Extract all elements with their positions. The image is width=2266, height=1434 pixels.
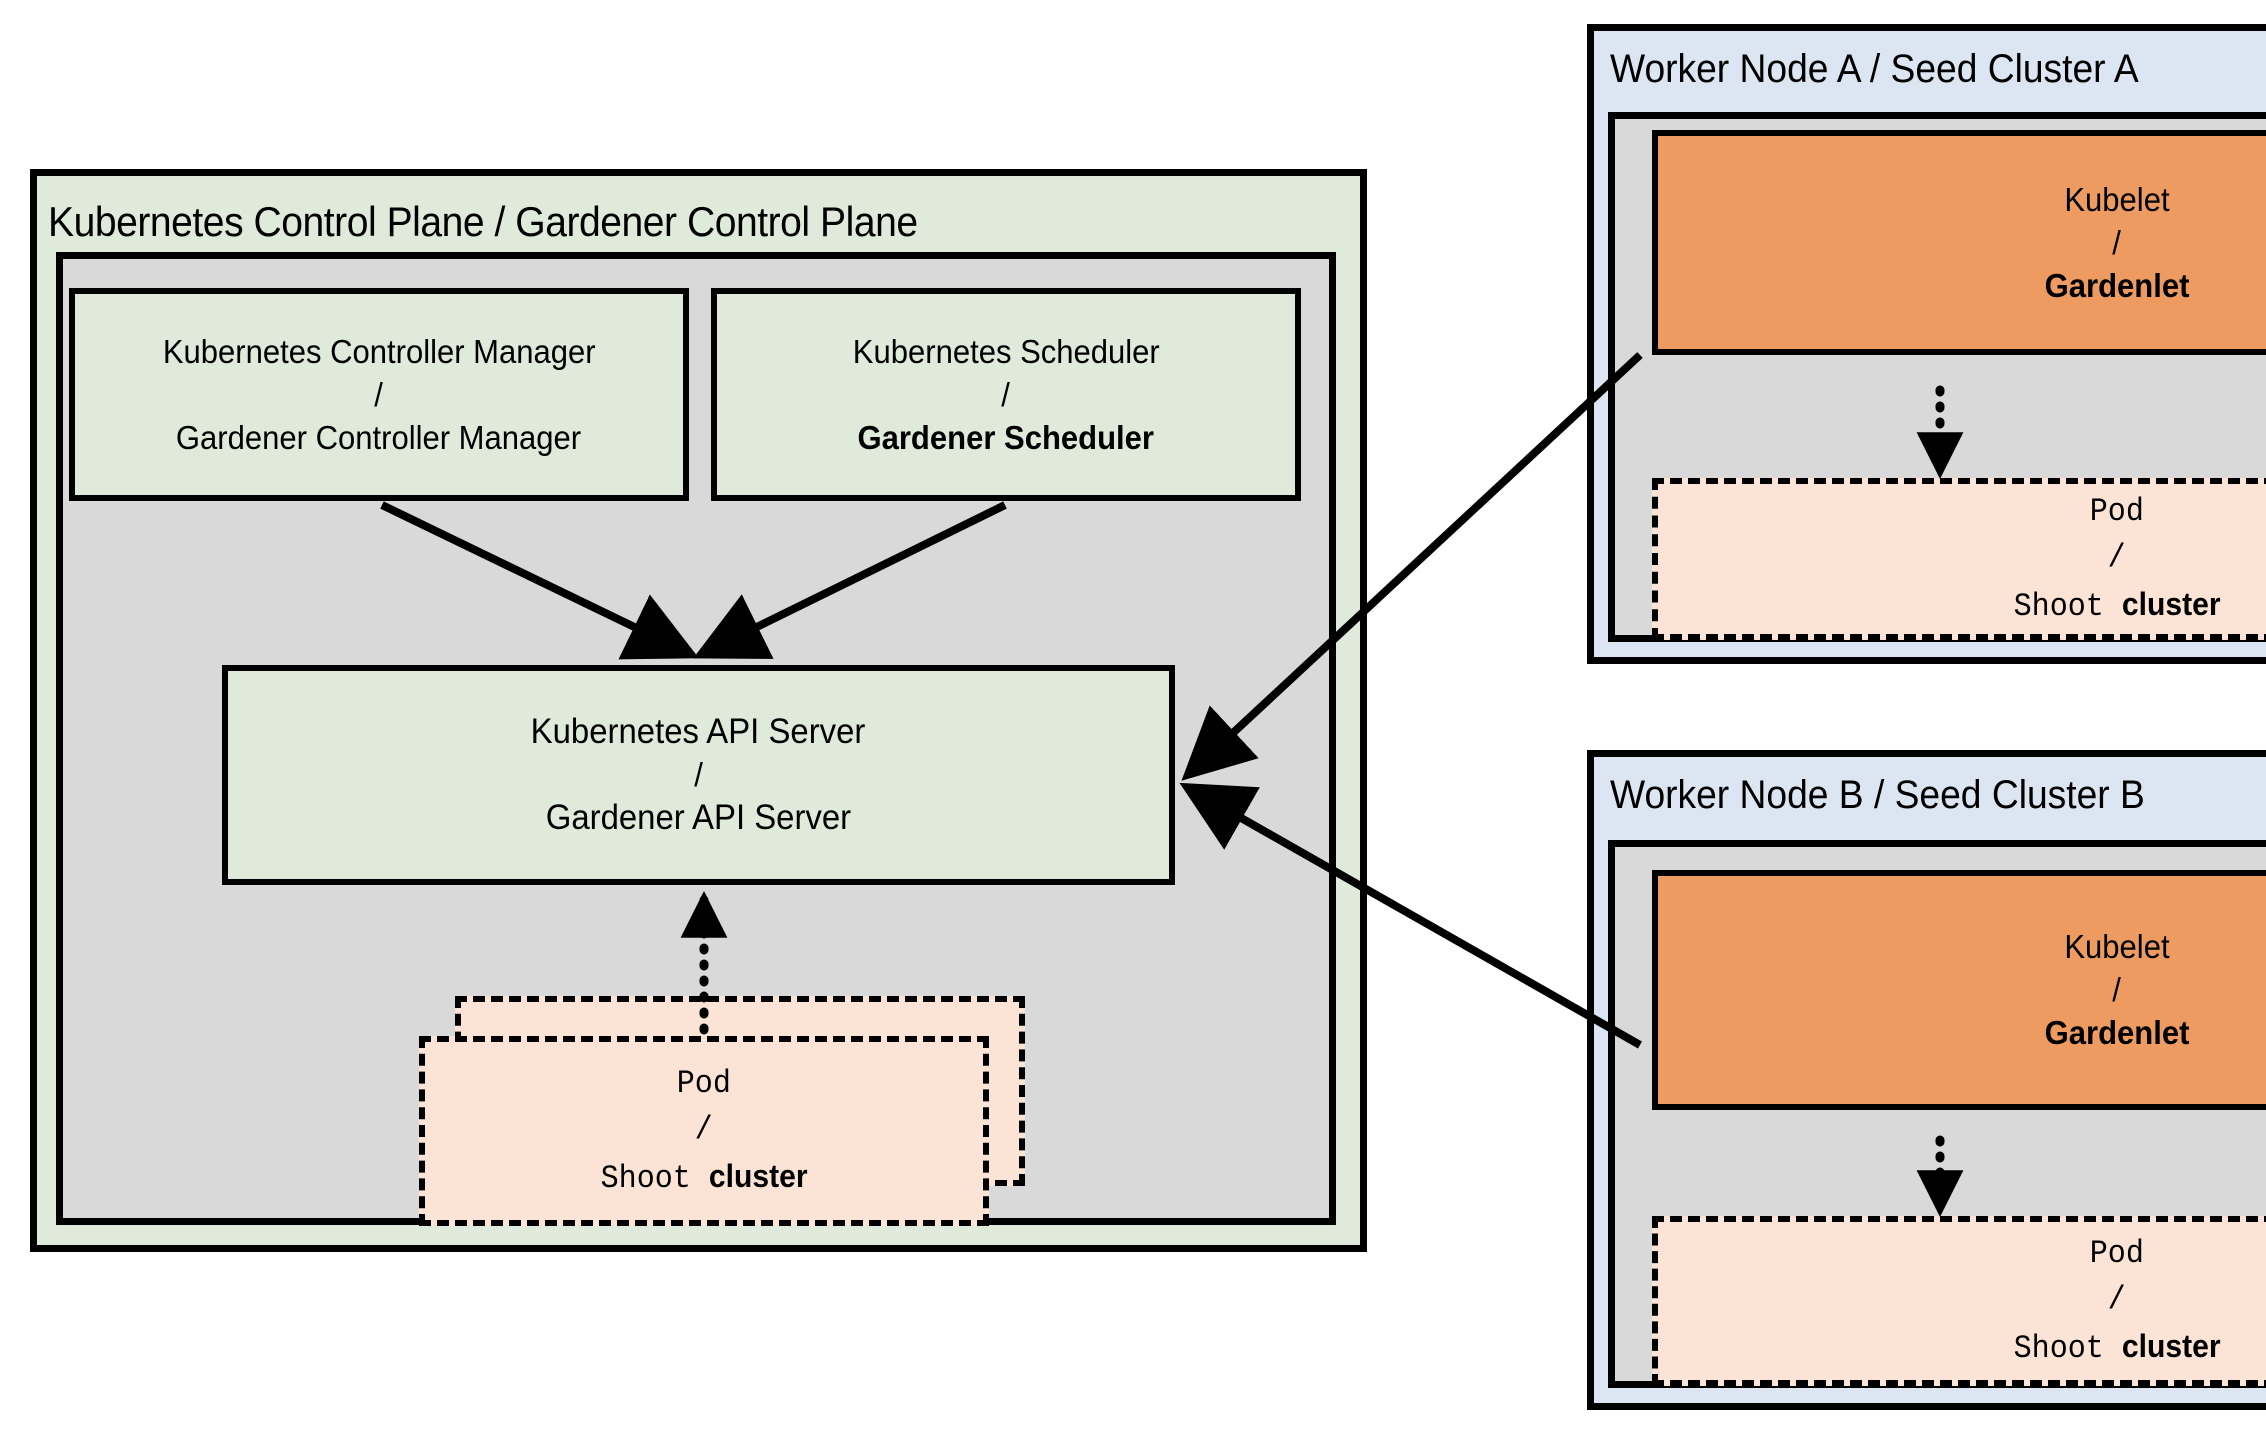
gardenlet-b-line2: Gardenlet — [2044, 1014, 2190, 1051]
pod-a-separator: / — [2107, 538, 2127, 576]
api-server-separator: / — [694, 756, 703, 793]
api-server-box[interactable]: Kubernetes API Server / Gardener API Ser… — [222, 665, 1175, 885]
gardenlet-b-separator: / — [2112, 971, 2122, 1008]
pod-b-line2: Shoot cluster — [2014, 1323, 2221, 1372]
pod-b-line2-bold: cluster — [2121, 1327, 2221, 1364]
controller-manager-box[interactable]: Kubernetes Controller Manager / Gardener… — [69, 288, 689, 501]
pod-a-line2-plain: Shoot — [2013, 587, 2122, 625]
api-server-line2: Gardener API Server — [545, 798, 852, 837]
worker-node-a-title: Worker Node A / Seed Cluster A — [1610, 47, 2139, 91]
pod-b-line2-plain: Shoot — [2013, 1329, 2122, 1367]
scheduler-line2: Gardener Scheduler — [857, 418, 1155, 456]
pod-a-line1: Pod — [2089, 492, 2145, 530]
gardenlet-a-line2: Gardenlet — [2044, 266, 2190, 304]
gardenlet-a-separator: / — [2112, 223, 2122, 261]
controller-manager-line1: Kubernetes Controller Manager — [162, 332, 596, 370]
gardenlet-b-line1: Kubelet — [2064, 928, 2170, 965]
control-plane-title: Kubernetes Control Plane / Gardener Cont… — [48, 198, 918, 245]
controller-manager-line2: Gardener Controller Manager — [176, 418, 582, 456]
pod-a-line2-bold: cluster — [2121, 585, 2221, 622]
pod-b-line1: Pod — [2089, 1234, 2145, 1272]
pod-shoot-line1: Pod — [676, 1064, 732, 1102]
scheduler-line1: Kubernetes Scheduler — [852, 332, 1160, 370]
pod-shoot-line2-bold: cluster — [708, 1157, 808, 1194]
pod-shoot-line2-plain: Shoot — [600, 1159, 709, 1197]
pod-a-box[interactable]: Pod / Shoot cluster — [1652, 478, 2266, 640]
scheduler-box[interactable]: Kubernetes Scheduler / Gardener Schedule… — [711, 288, 1301, 501]
gardenlet-a-box[interactable]: Kubelet / Gardenlet — [1652, 130, 2266, 355]
pod-b-separator: / — [2107, 1280, 2127, 1318]
pod-shoot-box[interactable]: Pod / Shoot cluster — [419, 1036, 989, 1226]
gardenlet-b-box[interactable]: Kubelet / Gardenlet — [1652, 870, 2266, 1110]
controller-manager-separator: / — [374, 375, 384, 413]
pod-shoot-line2: Shoot cluster — [601, 1153, 808, 1202]
scheduler-separator: / — [1001, 375, 1011, 413]
pod-a-line2: Shoot cluster — [2014, 581, 2221, 630]
pod-shoot-separator: / — [694, 1110, 714, 1148]
api-server-line1: Kubernetes API Server — [531, 712, 866, 751]
worker-node-b-title: Worker Node B / Seed Cluster B — [1610, 773, 2145, 817]
gardenlet-a-line1: Kubelet — [2064, 180, 2170, 218]
pod-b-box[interactable]: Pod / Shoot cluster — [1652, 1216, 2266, 1386]
